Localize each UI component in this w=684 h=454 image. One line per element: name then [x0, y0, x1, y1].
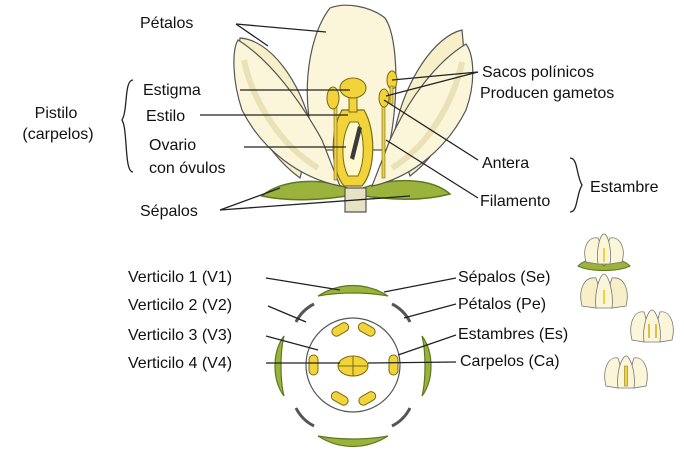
- stamen-filament-right: [381, 99, 386, 179]
- thumbnail-stamens: [630, 309, 674, 343]
- label-ovario-2: con óvulos: [149, 160, 226, 177]
- thumbnail-petals: [580, 273, 628, 309]
- thumbnail-sepals: [577, 233, 631, 271]
- label-petalos-pe: Pétalos (Pe): [458, 296, 546, 313]
- label-pistilo-1: Pistilo: [35, 105, 78, 122]
- pistilo-brace: [121, 79, 134, 173]
- leader-lines-bottom: [265, 277, 457, 364]
- stigma: [339, 77, 367, 99]
- label-sepalos: Sépalos: [140, 203, 198, 220]
- diagram-petal-tr: [391, 302, 412, 323]
- label-verticilo-1: Verticilo 1 (V1): [128, 269, 232, 286]
- label-verticilo-3: Verticilo 3 (V3): [128, 327, 232, 344]
- diagram-petal-bl: [294, 407, 315, 428]
- label-petalos: Pétalos: [140, 15, 193, 32]
- label-filamento: Filamento: [480, 193, 550, 210]
- label-sacos-polinicos: Sacos polínicos: [482, 64, 594, 81]
- diagram-stamen: [388, 354, 399, 376]
- diagram-sepal-bottom: [317, 435, 389, 447]
- label-estambres-es: Estambres (Es): [458, 326, 568, 343]
- label-estigma: Estigma: [143, 82, 201, 99]
- stamen-filament-left: [333, 99, 338, 181]
- diagram-stamen: [330, 391, 349, 406]
- diagram-petal-tl: [294, 302, 315, 323]
- diagram-stamen: [357, 322, 376, 337]
- diagram-sepal-top: [317, 285, 389, 297]
- label-estambre: Estambre: [590, 179, 659, 196]
- label-verticilo-2: Verticilo 2 (V2): [128, 297, 232, 314]
- label-sepalos-se: Sépalos (Se): [458, 269, 551, 286]
- stamen-anther-left: [326, 86, 340, 110]
- diagram-petal-br: [391, 407, 412, 428]
- stamen-anther-right: [378, 88, 390, 108]
- diagram-sepal-left: [274, 335, 285, 397]
- sepal-left: [260, 180, 353, 201]
- diagram-stamen: [331, 322, 350, 337]
- floral-diagram: [274, 285, 432, 447]
- label-antera: Antera: [482, 155, 529, 172]
- label-producen-gametos: Producen gametos: [480, 85, 614, 102]
- leader-lines-top: [200, 23, 479, 211]
- label-estilo: Estilo: [146, 108, 185, 125]
- diagram-stamen: [358, 391, 377, 406]
- petal-front-left: [233, 39, 341, 187]
- ovules: [350, 126, 362, 160]
- label-carpelos-ca: Carpelos (Ca): [460, 353, 560, 370]
- flower-longitudinal-section: [233, 4, 474, 213]
- thumbnail-carpels: [604, 355, 648, 389]
- label-ovario-1: Ovario: [149, 137, 196, 154]
- label-pistilo-2: (carpelos): [22, 126, 93, 143]
- diagram-stamen: [308, 354, 319, 376]
- diagram-sepal-right: [421, 335, 432, 397]
- estambre-brace: [569, 157, 583, 213]
- label-verticilo-4: Verticilo 4 (V4): [128, 355, 232, 372]
